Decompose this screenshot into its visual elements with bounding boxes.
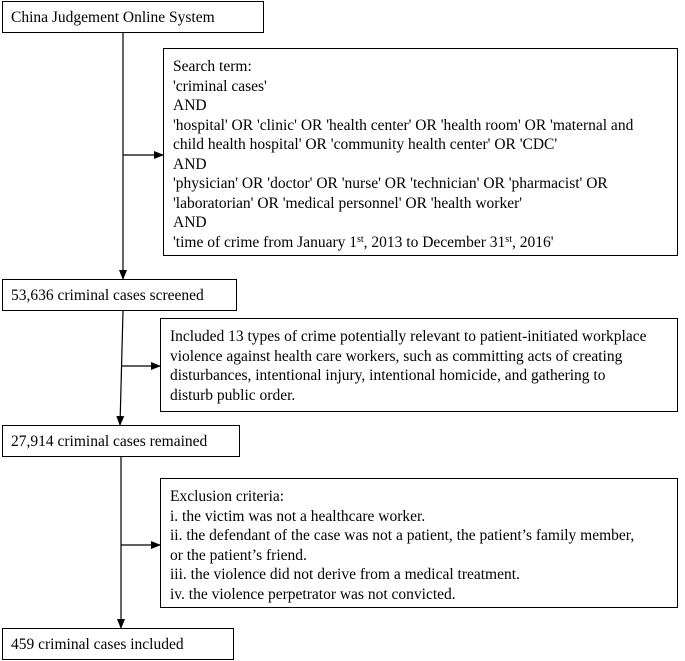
screened-label: 53,636 criminal cases screened [11,287,204,304]
exclusion-item-1: i. the victim was not a healthcare worke… [170,507,426,525]
search-and-2: AND [173,155,207,173]
exclusion-heading: Exclusion criteria: [170,488,285,505]
relevant-line-4: disturb public order. [170,386,296,404]
exclusion-item-2-line-1: ii. the defendant of the case was not a … [170,527,635,544]
remained-label: 27,914 criminal cases remained [11,433,208,450]
search-term-personnel-line-2: 'laboratorian' OR 'medical personnel' OR… [173,194,523,212]
relevant-crimes-box: Included 13 types of crime potentially r… [160,318,678,412]
included-label: 459 criminal cases included [11,636,184,653]
exclusion-item-4: iv. the violence perpetrator was not con… [170,585,456,603]
relevant-line-2: violence against health care workers, su… [170,347,623,365]
search-term-time-range: 'time of crime from January 1st, 2013 to… [173,233,554,251]
search-term-facility-line-1: 'hospital' OR 'clinic' OR 'health center… [173,116,634,134]
screened-box: 53,636 criminal cases screened [2,279,237,311]
search-and-3: AND [173,214,207,231]
source-box: China Judgement Online System [2,1,264,33]
search-heading: Search term: [173,58,252,75]
search-term-facility-line-2: child health hospital' OR 'community hea… [173,136,558,153]
search-term-box: Search term: 'criminal cases' AND 'hospi… [163,48,678,256]
arrow-screened-to-remained [116,310,125,426]
search-and-1: AND [173,97,207,114]
search-term-personnel-line-1: 'physician' OR 'doctor' OR 'nurse' OR 't… [173,175,608,192]
search-term-criminal-cases: 'criminal cases' [173,77,267,95]
remained-box: 27,914 criminal cases remained [2,425,240,457]
exclusion-criteria-box: Exclusion criteria: i. the victim was no… [160,478,678,608]
included-box: 459 criminal cases included [2,628,234,660]
relevant-line-3: disturbances, intentional injury, intent… [170,367,606,384]
source-label: China Judgement Online System [11,9,215,26]
exclusion-item-3: iii. the violence did not derive from a … [170,566,520,583]
relevant-line-1: Included 13 types of crime potentially r… [170,328,647,345]
exclusion-item-2-line-2: or the patient’s friend. [170,546,307,564]
